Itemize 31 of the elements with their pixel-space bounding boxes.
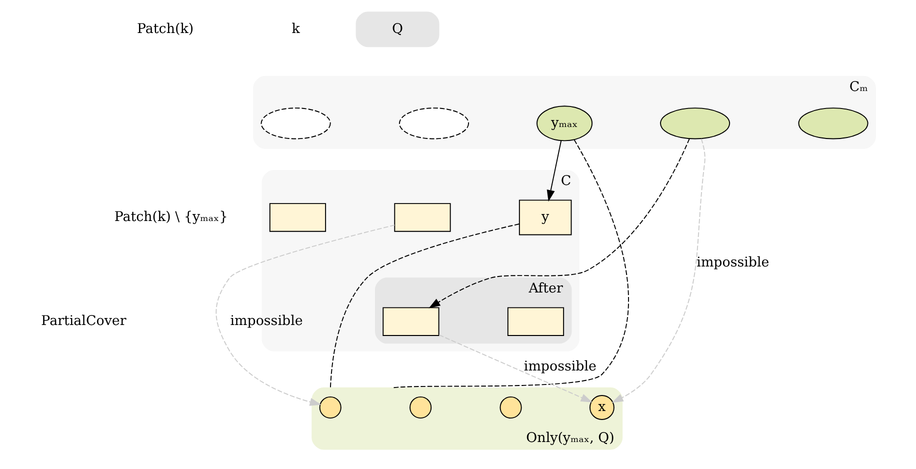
arrow [428,138,690,308]
node-box: Q [356,12,440,48]
cluster: After [374,277,572,344]
node-box [382,307,440,336]
node-circle [319,396,342,419]
node-box [394,203,451,232]
node-box [269,203,326,232]
arrow [612,138,706,403]
label: PartialCover [41,314,126,330]
arrow [546,140,562,202]
edge-label: impossible [524,360,597,375]
edge-label: impossible [696,256,770,271]
arrow [438,334,592,402]
label: Patch(k) \ {yₘₐₓ} [114,210,228,226]
connector [392,139,629,388]
node-ellipse [798,108,868,140]
node-circle [500,396,522,419]
node-label: Only(yₘₐₓ, Q) [526,430,614,446]
connector [330,224,520,388]
node-ellipse [398,108,470,140]
node-ellipse [260,108,331,140]
node-ellipse: yₘₐₓ [536,106,593,142]
node-circle: x [589,395,614,420]
node-circle [410,396,432,419]
node-box [507,307,564,336]
label: k [292,22,300,37]
node-box: y [518,200,572,236]
label: Patch(k) [136,22,194,37]
node-ellipse [660,108,730,140]
arrow [216,224,396,406]
edge-label: impossible [230,314,303,330]
